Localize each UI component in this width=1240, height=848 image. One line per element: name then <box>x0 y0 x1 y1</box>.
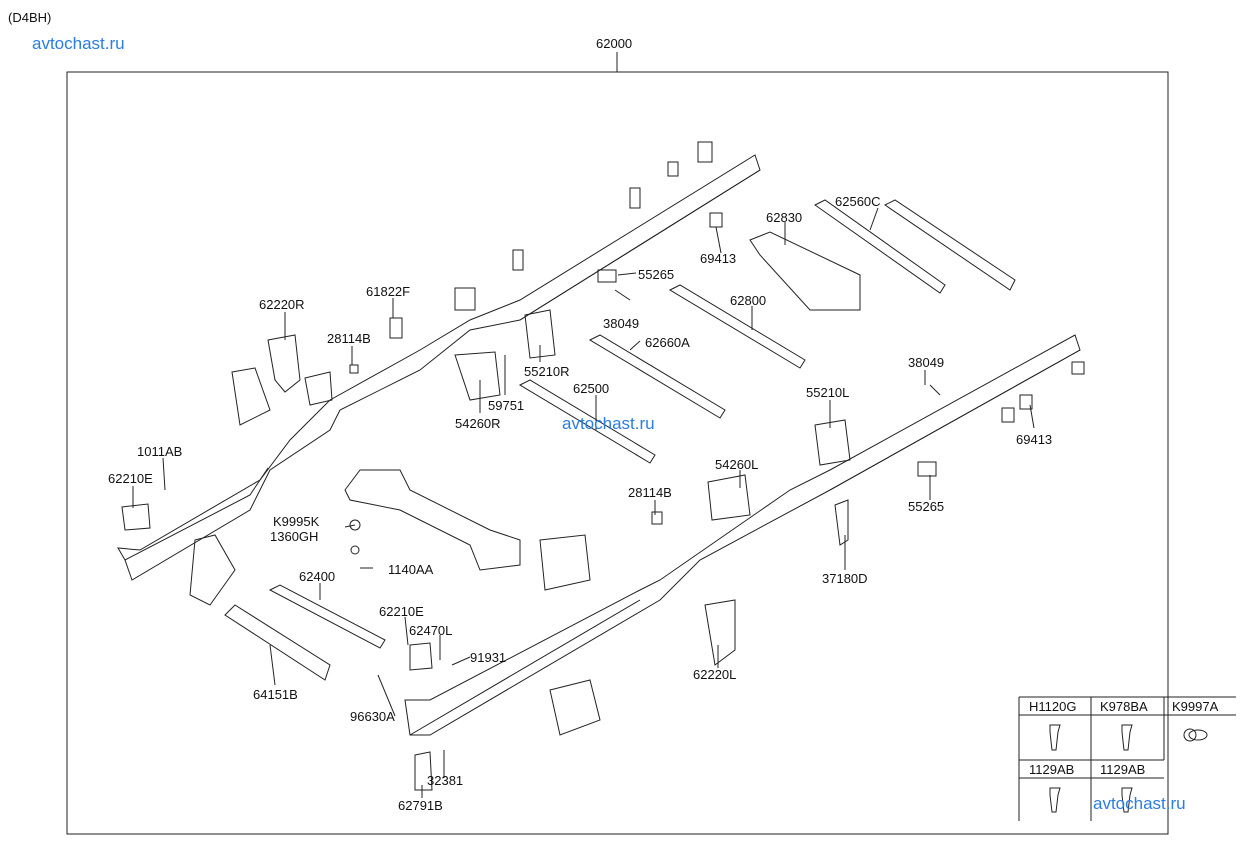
part-label: 32381 <box>427 773 464 788</box>
part-label: 62220L <box>693 667 737 682</box>
part-label: 62660A <box>645 335 690 350</box>
part-label: 55265 <box>908 499 945 514</box>
watermark-middle: avtochast.ru <box>562 414 655 433</box>
part-label: K9995K <box>273 514 320 529</box>
part-label: 28114B <box>628 485 672 500</box>
part-label: 91931 <box>470 650 507 665</box>
part-label: 55265 <box>638 267 675 282</box>
part-label: 69413 <box>1016 432 1053 447</box>
part-label: 62830 <box>766 210 803 225</box>
part-label: 62800 <box>730 293 767 308</box>
part-label: 1140AA <box>388 562 434 577</box>
part-label: 28114B <box>327 331 371 346</box>
part-label: 62210E <box>108 471 153 486</box>
part-label: 38049 <box>603 316 640 331</box>
part-label: 1360GH <box>270 529 319 544</box>
part-label: 62470L <box>409 623 453 638</box>
watermark-bottom: avtochast.ru <box>1093 794 1186 813</box>
part-label: 69413 <box>700 251 737 266</box>
watermark-top: avtochast.ru <box>32 34 125 53</box>
part-label: 96630A <box>350 709 395 724</box>
part-label: 55210R <box>524 364 570 379</box>
legend-header-1129ab-b: 1129AB <box>1100 762 1146 777</box>
part-label: 54260L <box>715 457 759 472</box>
part-label: 62500 <box>573 381 610 396</box>
part-label: 38049 <box>908 355 945 370</box>
part-label: 64151B <box>253 687 298 702</box>
legend-header-k978ba: K978BA <box>1100 699 1148 714</box>
part-label: 55210L <box>806 385 850 400</box>
part-label: 62560C <box>835 194 881 209</box>
part-label: 62791B <box>398 798 443 813</box>
part-label: 62400 <box>299 569 336 584</box>
part-label: 59751 <box>488 398 525 413</box>
part-label: 62210E <box>379 604 424 619</box>
part-label: 61822F <box>366 284 411 299</box>
part-label: 1011AB <box>137 444 183 459</box>
part-label: 37180D <box>822 571 868 586</box>
legend-header-h1120g: H1120G <box>1029 699 1077 714</box>
assembly-number: 62000 <box>596 36 633 51</box>
legend-header-1129ab-a: 1129AB <box>1029 762 1075 777</box>
legend-header-k9997a: K9997A <box>1172 699 1219 714</box>
part-label: 54260R <box>455 416 501 431</box>
part-label: 62220R <box>259 297 305 312</box>
model-code: (D4BH) <box>8 10 52 25</box>
